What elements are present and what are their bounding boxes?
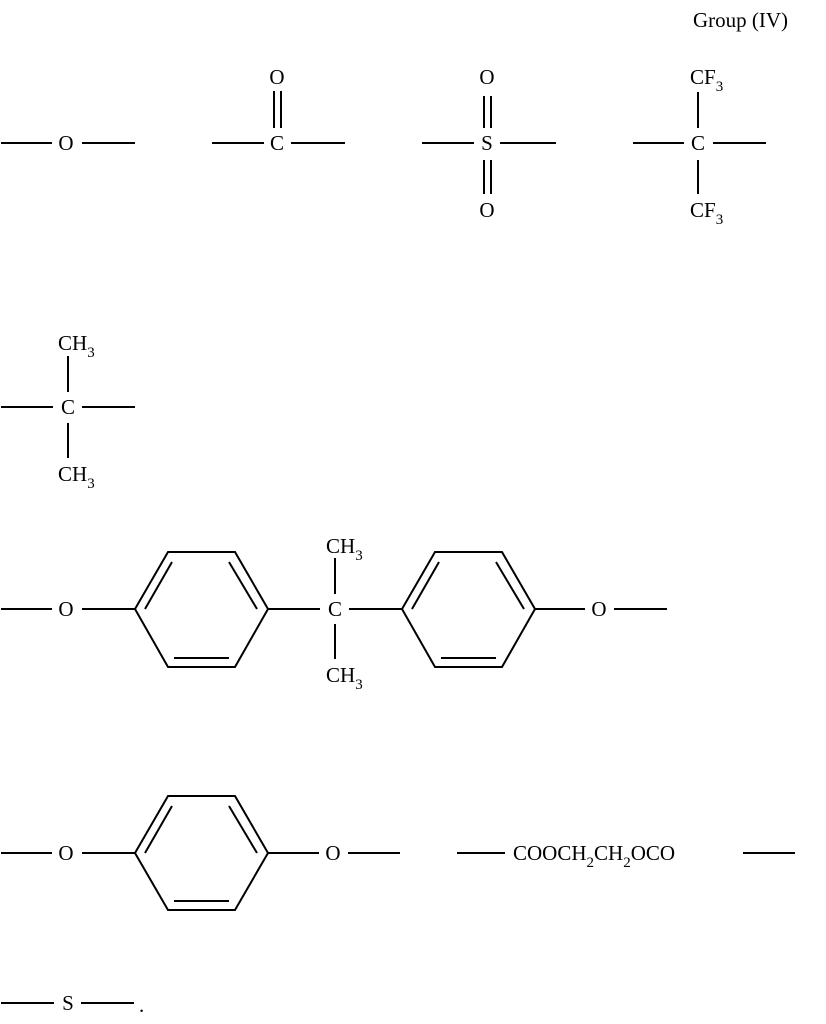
carbonyl-structure: O C — [212, 65, 345, 155]
p-phenylenedioxy-structure: O O — [1, 795, 400, 911]
ch3-group-bottom: CH3 — [58, 462, 95, 492]
carbon-atom: C — [61, 395, 75, 419]
sulfur-atom: S — [481, 131, 493, 155]
sulfonyl-oxygen-bottom: O — [479, 198, 494, 222]
ether-structure: O — [1, 131, 135, 155]
ester-formula: COOCH2CH2OCO — [513, 841, 675, 871]
benzene-ring-left — [133, 551, 270, 668]
bisphenol-a-structure: O CH3 C CH3 O — [1, 534, 667, 693]
oxygen-atom-right: O — [325, 841, 340, 865]
oxygen-atom-left: O — [58, 841, 73, 865]
ethylene-diester-structure: COOCH2CH2OCO — [457, 841, 795, 871]
ch3-group-top: CH3 — [58, 331, 95, 361]
ch3-group-bottom: CH3 — [326, 663, 363, 693]
carbon-atom: C — [691, 131, 705, 155]
oxygen-atom-left: O — [58, 597, 73, 621]
oxygen-atom: O — [58, 131, 73, 155]
oxygen-atom-right: O — [591, 597, 606, 621]
hexafluoroisopropylidene-structure: CF3 C CF3 — [633, 65, 766, 228]
terminal-period: . — [139, 993, 144, 1017]
sulfur-atom: S — [62, 991, 74, 1015]
cf3-group-top: CF3 — [690, 65, 723, 95]
figure-title: Group (IV) — [693, 8, 788, 32]
benzene-ring — [133, 795, 270, 911]
carbon-atom: C — [270, 131, 284, 155]
carbon-atom: C — [328, 597, 342, 621]
carbonyl-oxygen-atom: O — [269, 65, 284, 89]
benzene-ring-right — [400, 551, 537, 668]
ch3-group-top: CH3 — [326, 534, 363, 564]
sulfonyl-oxygen-top: O — [479, 65, 494, 89]
isopropylidene-structure: CH3 C CH3 — [1, 331, 135, 492]
thioether-structure: S . — [1, 991, 144, 1017]
cf3-group-bottom: CF3 — [690, 198, 723, 228]
sulfonyl-structure: O S O — [422, 65, 556, 222]
